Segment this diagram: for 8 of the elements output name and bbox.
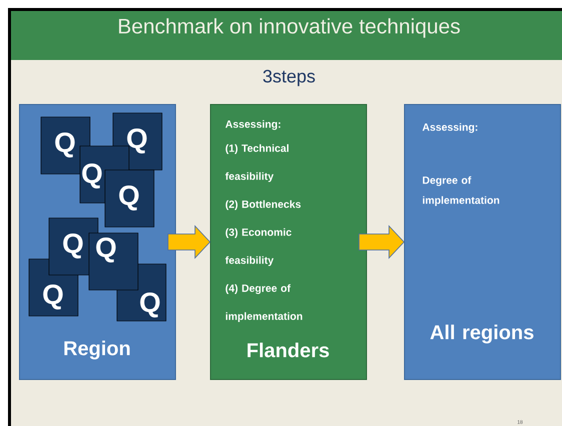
q-tile: Q <box>104 170 154 228</box>
process-box: Assessing: (1) Technical feasibility (2) Bottlenecks (3) Economic feasibility (4) Degree of implementation Flanders <box>210 104 367 380</box>
subtitle: 3steps <box>263 70 315 86</box>
process-box: Assessing: Degree of implementation All regions <box>404 104 561 380</box>
block-arrow <box>168 225 211 260</box>
slide-title: Benchmark on innovative techniques <box>119 18 460 38</box>
q-tile: Q <box>88 232 138 290</box>
block-arrow <box>358 225 405 260</box>
